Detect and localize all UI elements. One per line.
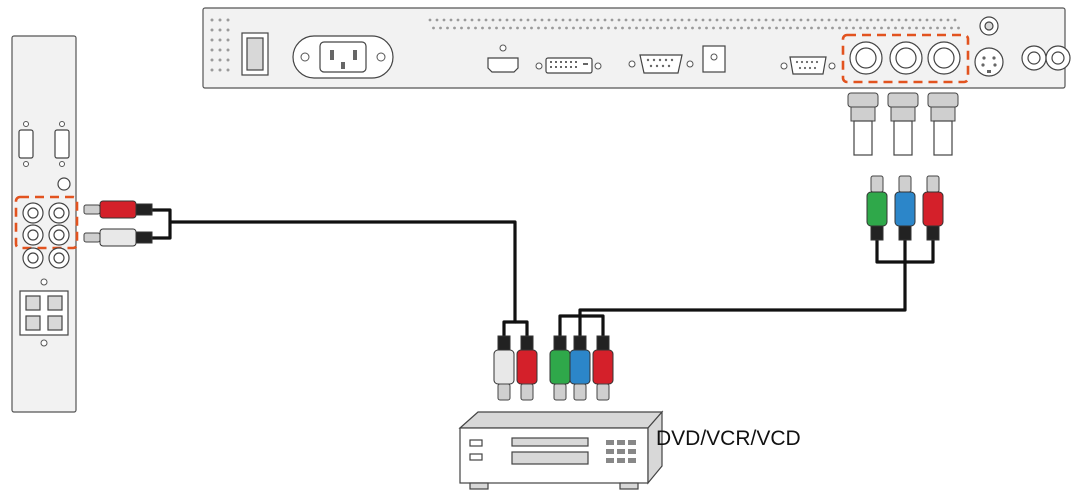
bnc-input-pb xyxy=(889,41,923,75)
rca-plug-icon xyxy=(83,200,153,247)
monitor-rear-panel xyxy=(202,7,1071,89)
rs232-port-1 xyxy=(18,121,34,167)
component-input-highlight xyxy=(841,33,970,84)
audio-out-ports xyxy=(1021,45,1071,71)
plug-audio-left-source xyxy=(493,335,515,401)
audio-cable xyxy=(152,208,529,336)
source-device-label: DVD/VCR/VCD xyxy=(656,427,801,450)
side-audio-jack xyxy=(57,177,71,191)
side-audio-inputs xyxy=(14,195,79,250)
plug-pr-monitor xyxy=(922,175,944,241)
dvd-player-icon xyxy=(458,410,664,490)
plug-y-source xyxy=(549,335,571,401)
audio-in-jack xyxy=(702,45,726,73)
plug-y-monitor xyxy=(866,175,888,241)
s-video-port xyxy=(974,16,1004,77)
bnc-adapter-pb xyxy=(887,92,919,156)
plug-audio-right-source xyxy=(516,335,538,401)
vga-port-2 xyxy=(780,56,836,75)
speaker-terminal xyxy=(19,278,69,347)
audio-plug-right-side xyxy=(83,200,153,219)
rs232-port-2 xyxy=(54,121,70,167)
plug-pb-source xyxy=(569,335,591,401)
bnc-input-pr xyxy=(927,41,961,75)
component-bnc-inputs xyxy=(841,33,970,84)
power-switch xyxy=(241,32,269,76)
monitor-side-panel xyxy=(11,35,79,413)
vent-grille-left xyxy=(210,18,230,72)
dvi-port xyxy=(535,57,602,74)
component-video-cable xyxy=(558,240,935,336)
vent-grille-top xyxy=(428,18,960,30)
bnc-adapter-y xyxy=(847,92,879,156)
side-video-inputs xyxy=(22,247,70,269)
plug-pr-source xyxy=(592,335,614,401)
bnc-adapter-pr xyxy=(927,92,959,156)
source-plugs xyxy=(493,335,614,401)
audio-input-highlight xyxy=(14,195,79,250)
bnc-input-y xyxy=(849,41,883,75)
vga-port-1 xyxy=(628,54,694,74)
bnc-adapter-icon xyxy=(847,92,959,156)
plug-pb-monitor xyxy=(894,175,916,241)
component-plugs-monitor xyxy=(866,175,944,241)
hdmi-port xyxy=(487,44,519,73)
ac-power-socket-icon xyxy=(292,35,394,79)
audio-plug-left-side xyxy=(83,228,153,247)
